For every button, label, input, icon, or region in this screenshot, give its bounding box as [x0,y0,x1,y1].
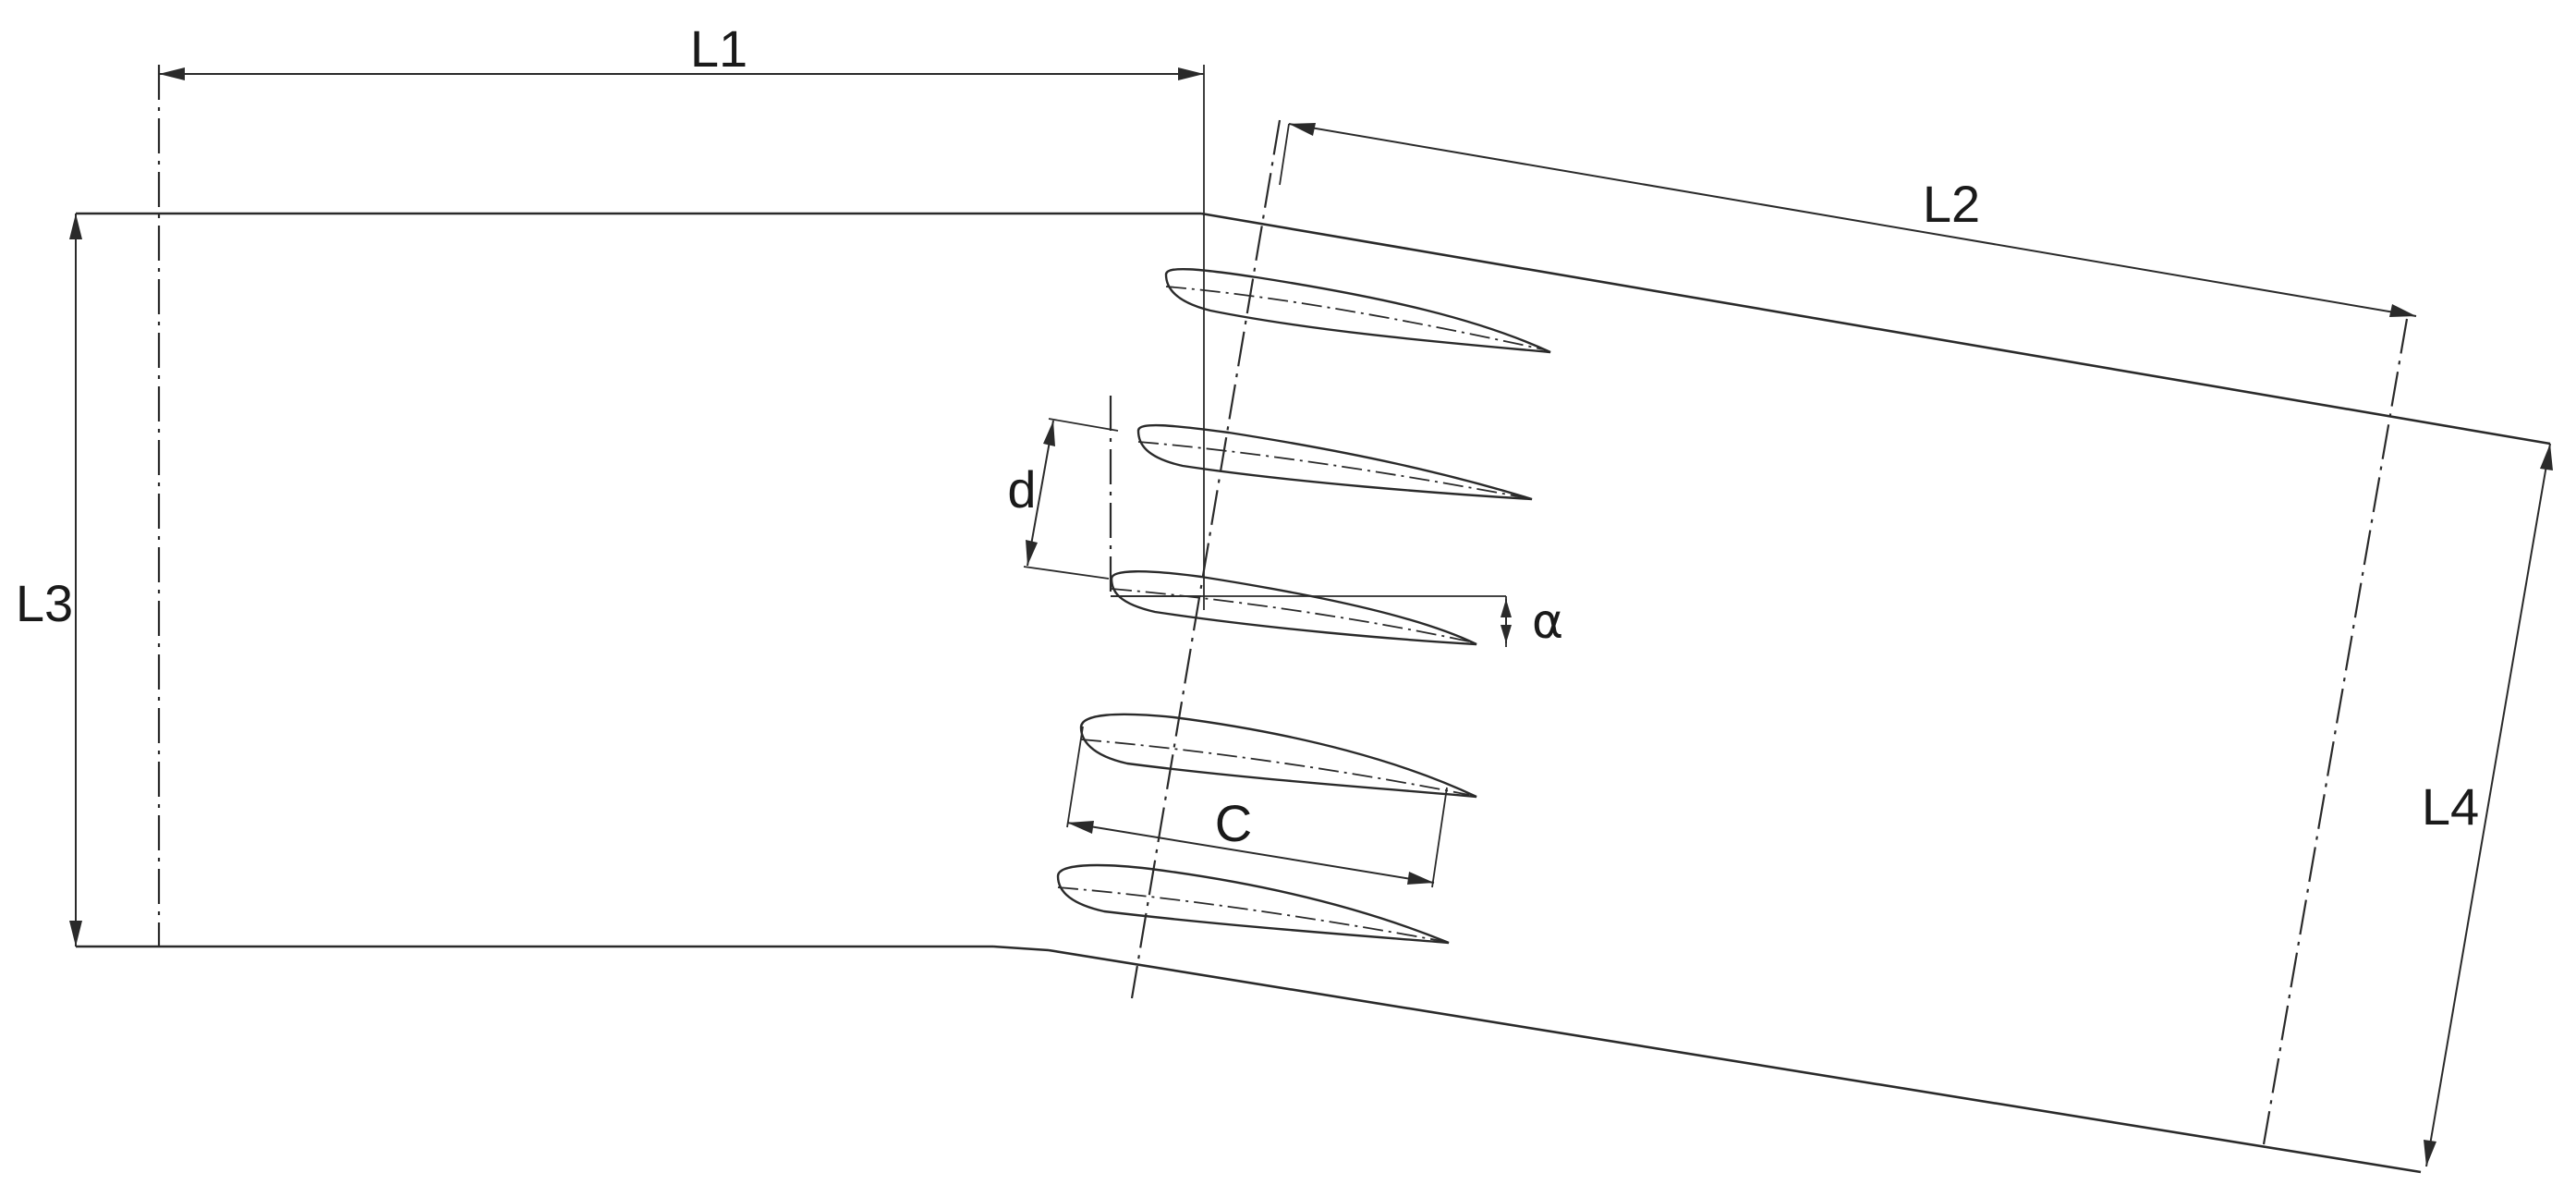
inlet-channel [76,65,1205,952]
d-extension-bottom [1023,566,1110,580]
l2-arrow-left [1289,123,1316,136]
l3-label: L3 [16,574,73,632]
d-arrow-bottom [1026,540,1038,566]
airfoil-2 [1136,423,1533,501]
l4-arrow-bottom [2424,1140,2436,1166]
airfoil-3 [1110,570,1477,646]
d-label: d [1007,460,1036,519]
d-extension-top [1048,418,1119,432]
outlet-bottom-wall [1048,948,2422,1174]
outlet-channel [1048,119,2551,1174]
l3-arrow-top [69,214,82,239]
l4-arrow-top [2540,444,2553,470]
l1-label: L1 [690,19,747,78]
angle-alpha: α [1111,594,1563,650]
l2-left-extension [1279,123,1290,186]
alpha-arrow-bottom [1501,625,1512,643]
l4-label: L4 [2422,777,2479,836]
dimension-l1: L1 [159,19,1204,80]
outlet-top-wall [1200,212,2551,446]
l1-arrow-right [1178,67,1204,80]
alpha-arrow-top [1501,599,1512,617]
dimension-l3: L3 [16,214,82,947]
airfoil-1 [1164,267,1551,354]
airfoil-4 [1079,713,1477,799]
c-extension-right [1431,787,1448,888]
dimension-l4: L4 [2422,443,2553,1167]
l2-dimension-line [1288,123,2417,317]
cascade-axis-line [1130,119,1282,999]
alpha-label: α [1532,594,1563,650]
dimension-l2: L2 [1279,123,2417,317]
outlet-plane-line [2262,318,2409,1145]
dimension-c: C [1066,726,1448,888]
c-arrow-left [1067,821,1094,834]
c-extension-left [1066,726,1084,828]
l1-arrow-left [159,67,185,80]
c-dimension-line [1066,822,1435,884]
bottom-wall-kink [992,945,1050,952]
airfoil-cascade [1056,267,1551,945]
l2-arrow-right [2389,304,2416,317]
c-arrow-right [1407,872,1434,885]
l2-label: L2 [1923,175,1980,233]
d-arrow-top [1043,421,1055,446]
l4-dimension-line [2425,443,2551,1167]
c-label: C [1215,794,1252,852]
l3-arrow-bottom [69,921,82,947]
airfoil-5 [1056,863,1450,945]
